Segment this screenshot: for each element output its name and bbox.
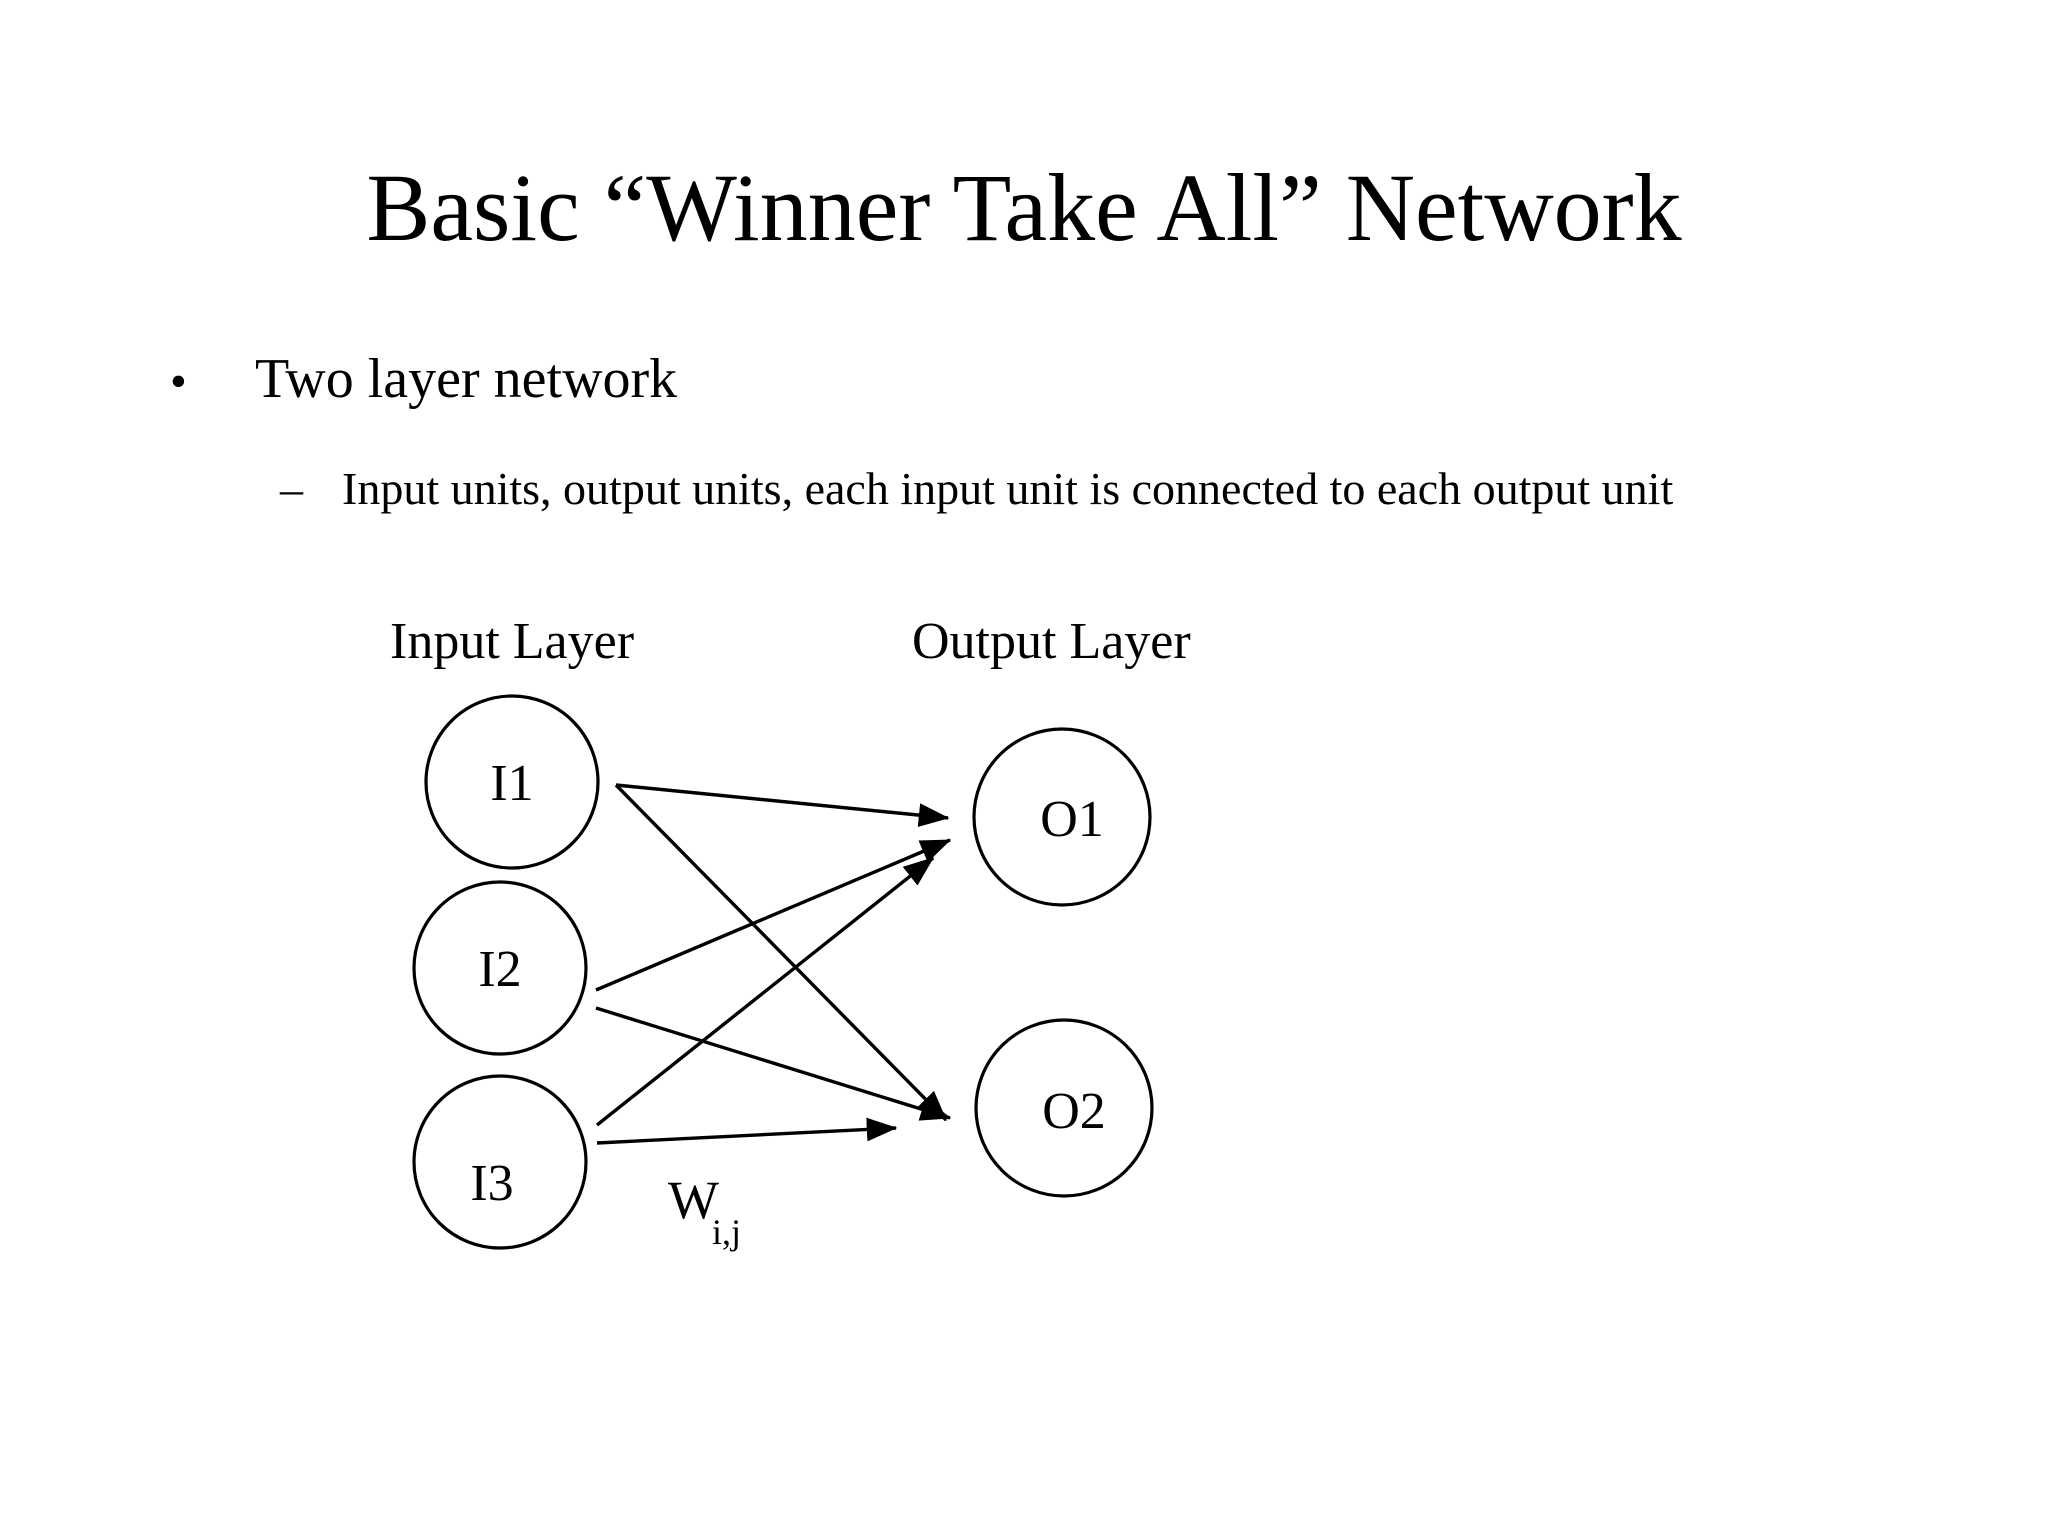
node-i1-label: I1 [490,755,533,812]
edge-i1-o2 [614,783,948,1122]
weight-label-base: W [668,1170,719,1230]
network-diagram: Input Layer Output Layer I1 I2 I3 O1 O2 [0,600,2048,1340]
node-o2-label: O2 [1042,1083,1106,1140]
input-layer-label: Input Layer [390,613,634,670]
node-o2[interactable] [974,1018,1154,1198]
edge-i3-o1 [595,856,935,1127]
bullet-marker-dash: – [280,463,303,514]
edge-i2-o1 [595,838,952,992]
node-i1[interactable] [424,694,600,870]
page-title: Basic “Winner Take All” Network [366,154,1682,262]
weight-label-subscript: i,j [712,1212,741,1252]
node-i2-label: I2 [478,941,521,998]
edge-i1-o1 [615,783,950,827]
node-i3-label: I3 [470,1155,513,1212]
bullet-marker-dot: • [170,355,187,408]
node-i2[interactable] [412,880,588,1056]
node-o1[interactable] [972,727,1152,907]
output-layer-label: Output Layer [912,613,1191,670]
bullet-text-level1: Two layer network [255,348,678,410]
bullet-text-level2: Input units, output units, each input un… [342,463,1674,514]
edge-i3-o2 [596,1117,898,1145]
node-i3[interactable] [412,1074,588,1250]
edge-i2-o2 [595,1006,952,1121]
node-o1-label: O1 [1040,791,1104,848]
